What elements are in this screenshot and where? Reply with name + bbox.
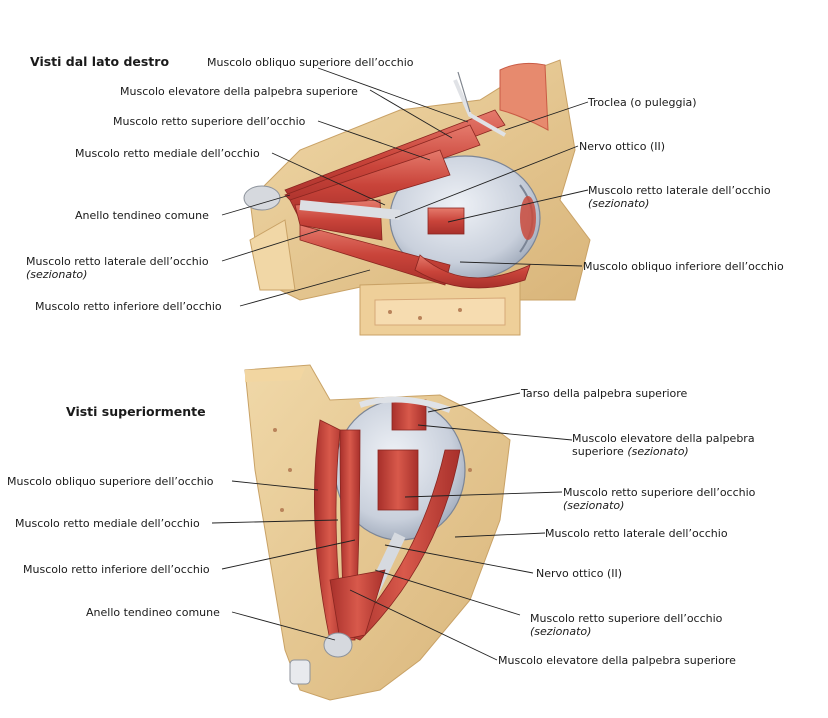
label-top-obliquo-superiore: Muscolo obliquo superiore dell’occhio (207, 56, 414, 69)
label-bottom-retto-mediale: Muscolo retto mediale dell’occhio (15, 517, 200, 530)
label-bottom-retto-superiore-sez-note: (sezionato) (563, 499, 625, 512)
label-bottom-retto-superiore-sez-name: Muscolo retto superiore dell’occhio (563, 486, 756, 499)
label-bottom-anello: Anello tendineo comune (86, 606, 220, 619)
bottom-leader-lines (211, 392, 573, 661)
bottom-view-heading: Visti superiormente (66, 404, 206, 419)
label-bottom-elevatore-sez-line2: superiore (572, 445, 624, 458)
label-bottom-retto-superiore-sezionato-2: Muscolo retto superiore dell’occhio (sez… (530, 612, 722, 638)
label-top-retto-superiore: Muscolo retto superiore dell’occhio (113, 115, 306, 128)
top-view-heading: Visti dal lato destro (30, 54, 170, 69)
label-top-elevatore: Muscolo elevatore della palpebra superio… (120, 85, 358, 98)
label-top-troclea: Troclea (o puleggia) (588, 96, 697, 109)
label-bottom-retto-superiore-sez2-note: (sezionato) (530, 625, 592, 638)
label-bottom-retto-superiore-sezionato: Muscolo retto superiore dell’occhio (sez… (563, 486, 755, 512)
label-top-retto-laterale-left: Muscolo retto laterale dell’occhio (sezi… (26, 255, 209, 281)
label-top-retto-laterale-right-name: Muscolo retto laterale dell’occhio (588, 184, 771, 197)
label-top-nervo-ottico: Nervo ottico (II) (579, 140, 666, 153)
label-top-retto-mediale: Muscolo retto mediale dell’occhio (75, 147, 260, 160)
label-top-retto-laterale-left-name: Muscolo retto laterale dell’occhio (26, 255, 209, 268)
label-top-retto-laterale-left-note: (sezionato) (26, 268, 88, 281)
label-top-retto-laterale-right: Muscolo retto laterale dell’occhio (sezi… (588, 184, 771, 210)
label-bottom-obliquo-superiore: Muscolo obliquo superiore dell’occhio (7, 475, 214, 488)
label-bottom-retto-inferiore: Muscolo retto inferiore dell’occhio (23, 563, 210, 576)
label-bottom-elevatore-sezionato: Muscolo elevatore della palpebra superio… (572, 432, 755, 458)
label-top-retto-laterale-right-note: (sezionato) (588, 197, 650, 210)
label-top-anello: Anello tendineo comune (75, 209, 209, 222)
label-bottom-retto-superiore-sez2-name: Muscolo retto superiore dell’occhio (530, 612, 723, 625)
label-bottom-elevatore-sez-line1: Muscolo elevatore della palpebra (572, 432, 755, 445)
superior-view-illustration (244, 364, 511, 701)
label-bottom-elevatore: Muscolo elevatore della palpebra superio… (498, 654, 736, 667)
label-bottom-nervo-ottico: Nervo ottico (II) (536, 567, 623, 580)
label-top-retto-inferiore: Muscolo retto inferiore dell’occhio (35, 300, 222, 313)
label-bottom-elevatore-sez-note: (sezionato) (627, 445, 689, 458)
label-bottom-retto-laterale: Muscolo retto laterale dell’occhio (545, 527, 728, 540)
label-bottom-tarso: Tarso della palpebra superiore (521, 387, 688, 400)
top-leader-lines (221, 67, 589, 307)
lateral-view-illustration (243, 59, 591, 336)
label-top-obliquo-inferiore: Muscolo obliquo inferiore dell’occhio (583, 260, 784, 273)
